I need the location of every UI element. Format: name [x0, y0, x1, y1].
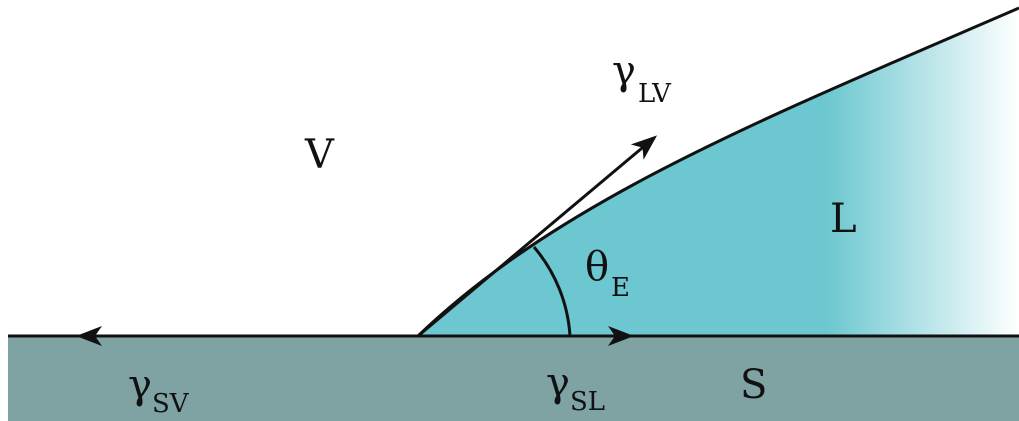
- gamma-lv-subscript: LV: [638, 79, 672, 109]
- liquid-label: L: [830, 196, 857, 242]
- gamma-lv-symbol: γ: [612, 48, 636, 94]
- gamma-lv-label: γ LV: [612, 48, 672, 109]
- theta-e-label: θ E: [585, 244, 630, 303]
- gamma-sv-symbol: γ: [128, 362, 152, 408]
- liquid-drop: [418, 8, 1019, 336]
- solid-label: S: [740, 362, 767, 408]
- vapor-label: V: [304, 132, 335, 178]
- solid-substrate: [8, 336, 1019, 421]
- gamma-sv-subscript: SV: [152, 389, 190, 419]
- gamma-lv-arrow: [417, 135, 658, 338]
- theta-symbol: θ: [585, 244, 609, 290]
- gamma-sv-label: γ SV: [128, 362, 190, 419]
- contact-angle-arc: [532, 246, 572, 337]
- gamma-sl-symbol: γ: [546, 360, 570, 406]
- gamma-sl-label: γ SL: [546, 360, 605, 417]
- gamma-sl-subscript: SL: [570, 387, 605, 417]
- theta-subscript: E: [611, 273, 630, 303]
